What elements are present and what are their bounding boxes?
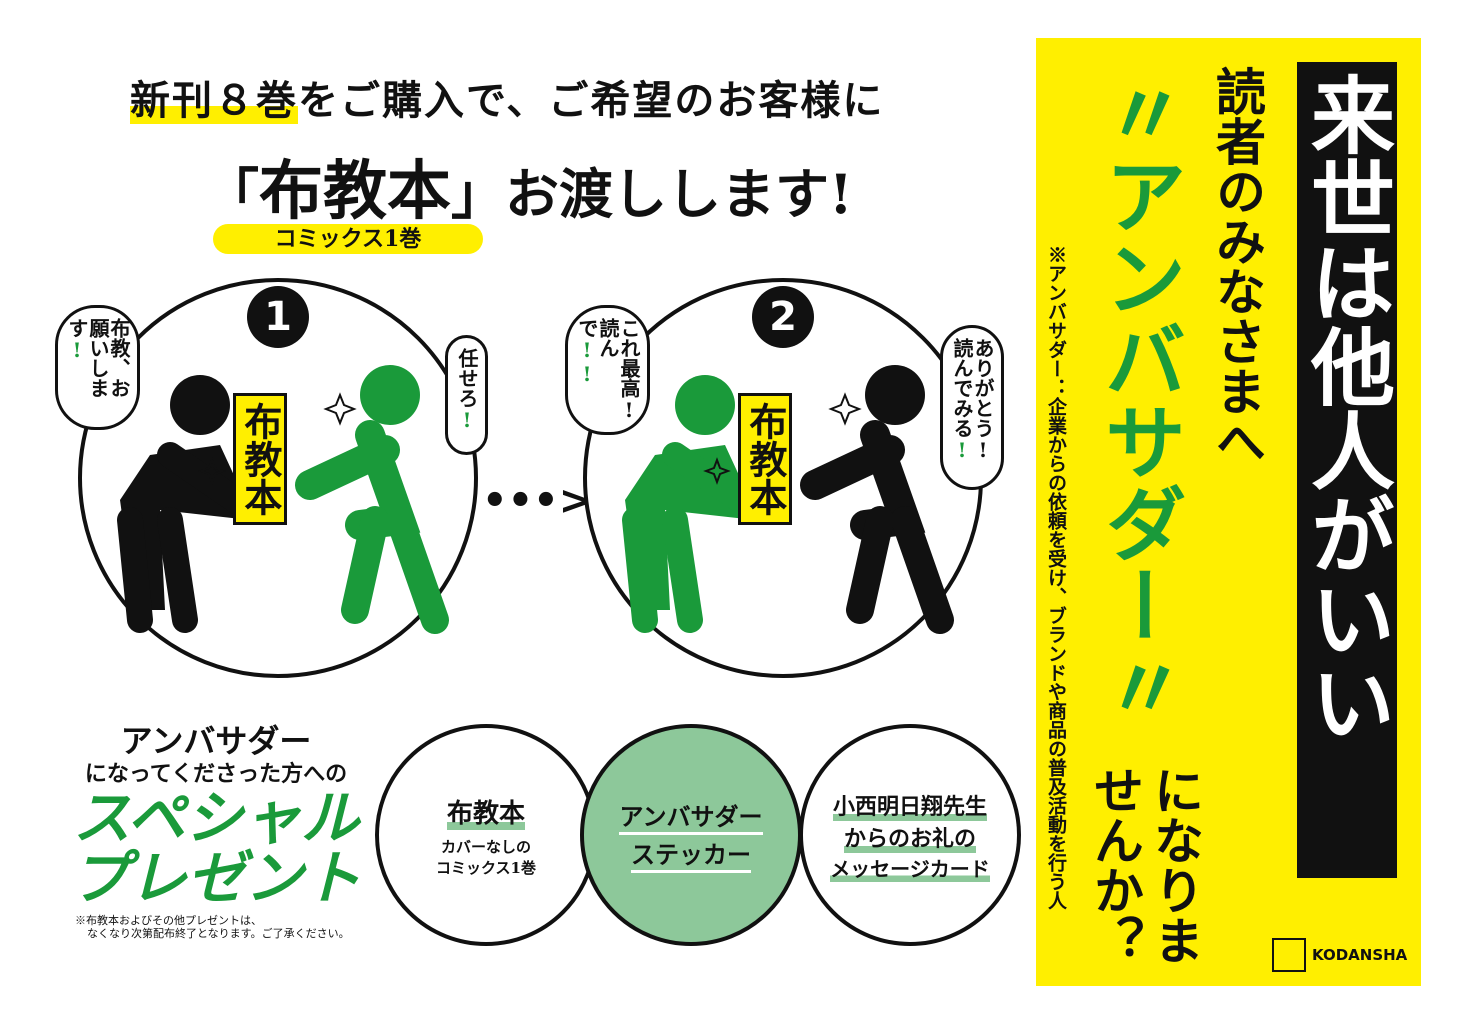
present-title2: プレゼント xyxy=(70,844,361,912)
speech-text: 布教、お願いします xyxy=(65,318,131,398)
item-title: 布教本 xyxy=(446,792,525,830)
present-note: ※布教本およびその他プレゼントは、 なくなり次第配布終了となります。ご了承くださ… xyxy=(75,914,350,940)
ambassador-note: ※アンバサダー：企業からの依頼を受け、ブランドや商品の普及活動を行う人 xyxy=(1045,245,1067,910)
note-line2: なくなり次第配布終了となります。ご了承ください。 xyxy=(87,927,350,940)
headline-line1: 新刊８巻をご購入で、ご希望のお客様に xyxy=(130,68,884,126)
speech-ex: ! xyxy=(65,338,89,362)
present-line2: になってくださった方への xyxy=(84,761,348,787)
item-line1: 小西明日翔先生 xyxy=(832,788,987,821)
item-line2: ステッカー xyxy=(631,835,751,873)
item-line1: アンバサダー xyxy=(619,797,763,835)
present-item-sticker: アンバサダー ステッカー xyxy=(580,724,802,946)
item-line3: メッセージカード xyxy=(830,852,990,882)
to-readers: 読者のみなさまへ xyxy=(1208,66,1267,466)
series-title: 来世は他人がいい xyxy=(1297,62,1397,878)
cta-line2: せんか？ xyxy=(1086,765,1145,965)
step1-figures-icon xyxy=(117,365,449,634)
item-line2: からのお礼の xyxy=(843,820,976,853)
cta-line1: になりま xyxy=(1146,765,1205,965)
speech-text: 任せろ xyxy=(455,348,479,408)
present-item-book: 布教本 カバーなしの コミックス1巻 xyxy=(375,724,597,946)
step2-book: 布教本 xyxy=(738,393,792,525)
publisher-name: KODANSHA xyxy=(1312,946,1408,964)
speech-ex: !! xyxy=(575,338,599,386)
step1-speech-right: 任せろ! xyxy=(445,335,488,455)
present-heading: アンバサダー になってくださった方への スペシャル プレゼント xyxy=(60,722,372,908)
kodansha-logo-icon xyxy=(1272,938,1306,972)
item-sub1: カバーなしの xyxy=(440,837,531,856)
book-name: 布教本 xyxy=(259,154,451,229)
step2-figures-icon xyxy=(622,365,954,634)
arrow-icon: •••> xyxy=(482,478,593,524)
step1-book: 布教本 xyxy=(233,393,287,525)
note-line1: ※布教本およびその他プレゼントは、 xyxy=(75,914,262,927)
step2-speech-left: これ最高!読んで!! xyxy=(565,305,650,435)
publisher-logo: KODANSHA xyxy=(1272,938,1407,972)
item-sub2: コミックス1巻 xyxy=(436,858,536,877)
volume-pill: コミックス1巻 xyxy=(213,224,483,254)
speech-text: ありがとう!読んでみる xyxy=(950,338,995,462)
bracket: 「 xyxy=(205,162,259,226)
speech-ex: ! xyxy=(455,408,479,432)
step1-badge: 1 xyxy=(247,286,309,348)
step2-speech-right: ありがとう!読んでみる! xyxy=(940,325,1004,490)
speech-ex: ! xyxy=(950,438,974,462)
headline-rest: をご購入で、ご希望のお客様に xyxy=(298,77,885,124)
ambassador-word: 〃アンバサダー〃 xyxy=(1090,72,1185,728)
present-item-card: 小西明日翔先生 からのお礼の メッセージカード xyxy=(799,724,1021,946)
step2-badge: 2 xyxy=(752,286,814,348)
present-line1: アンバサダー xyxy=(120,722,312,760)
step1-speech-left: 布教、お願いします! xyxy=(55,305,140,430)
headline-line2: 「布教本」お渡しします! xyxy=(205,140,853,232)
headline-rest2: 」お渡しします! xyxy=(451,162,853,226)
present-title1: スペシャル xyxy=(73,784,359,852)
speech-text: これ最高!読んで xyxy=(575,318,641,422)
headline-highlight: 新刊８巻 xyxy=(130,77,298,124)
